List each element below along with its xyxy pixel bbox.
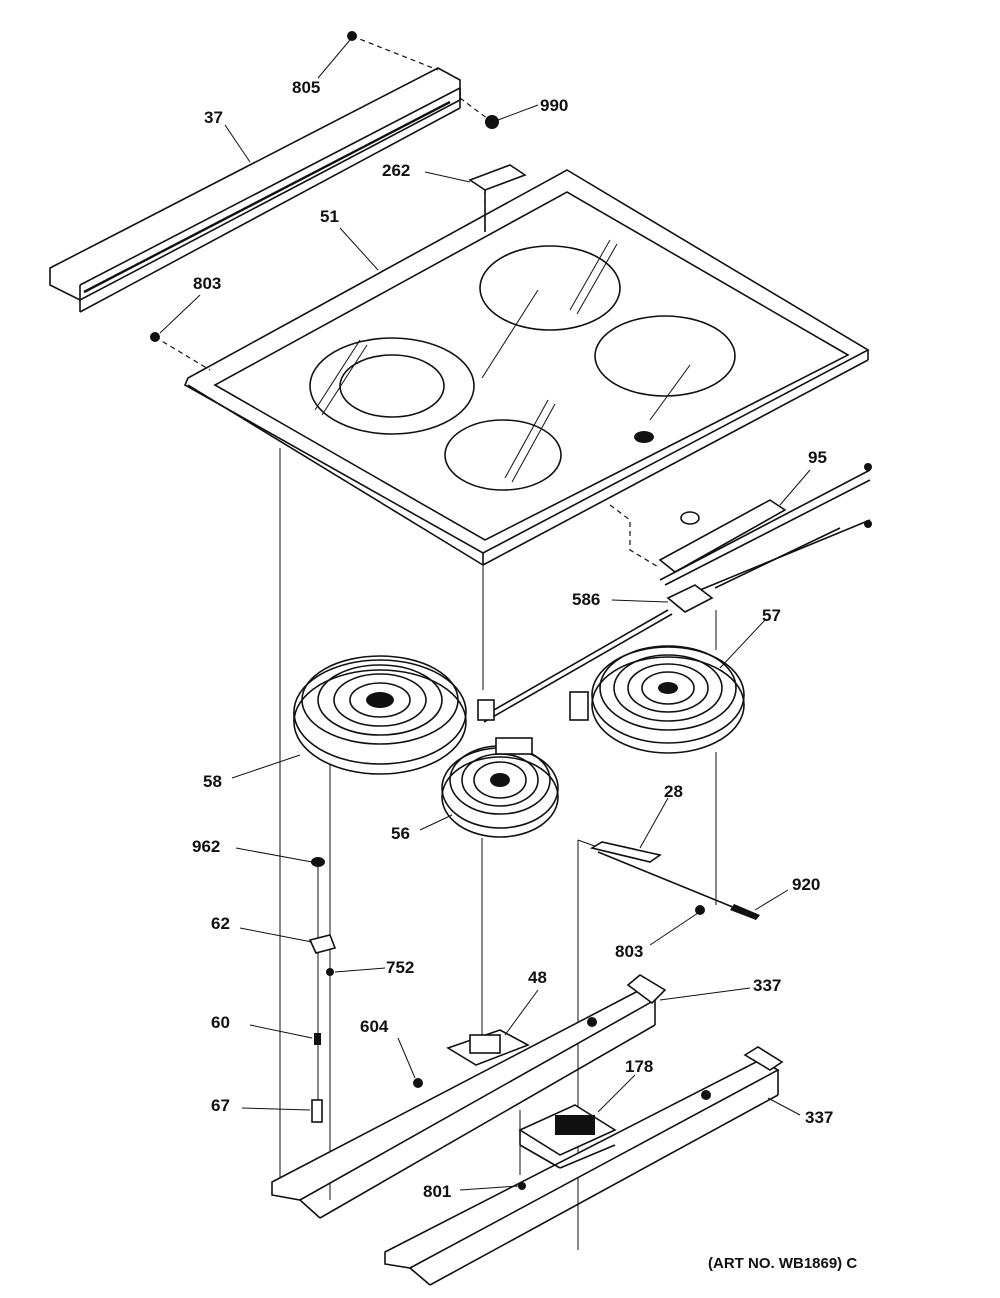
surface-unit-56 [441, 737, 559, 838]
glass-cooktop [183, 169, 870, 566]
label-801: 801 [423, 1182, 451, 1201]
label-67: 67 [211, 1096, 230, 1115]
label-95: 95 [808, 448, 827, 467]
label-803-mid: 803 [615, 942, 643, 961]
label-962: 962 [192, 837, 220, 856]
label-803-top: 803 [193, 274, 221, 293]
clip-990 [459, 97, 499, 129]
screw-604 [413, 1078, 423, 1088]
screw-801 [518, 1182, 526, 1190]
label-752: 752 [386, 958, 414, 977]
leader-lines [159, 39, 811, 1191]
component-178 [518, 1104, 617, 1169]
label-262: 262 [382, 161, 410, 180]
label-28: 28 [664, 782, 683, 801]
assembly-guide-lines [279, 448, 717, 1250]
label-51: 51 [320, 207, 339, 226]
label-990: 990 [540, 96, 568, 115]
label-37: 37 [204, 108, 223, 127]
clip-262 [468, 164, 527, 232]
label-57: 57 [762, 606, 781, 625]
label-337-lower: 337 [805, 1108, 833, 1127]
small-parts-left [308, 857, 337, 1123]
component-48 [446, 1029, 530, 1066]
surface-unit-57 [569, 645, 745, 754]
screw-803-top [150, 332, 211, 371]
label-58: 58 [203, 772, 222, 791]
part-labels: 805 990 37 262 51 803 95 586 57 58 56 28… [192, 78, 833, 1201]
surface-unit-58 [293, 655, 495, 775]
label-178: 178 [625, 1057, 653, 1076]
label-920: 920 [792, 875, 820, 894]
label-586: 586 [572, 590, 600, 609]
label-604: 604 [360, 1017, 389, 1036]
label-60: 60 [211, 1013, 230, 1032]
label-56: 56 [391, 824, 410, 843]
label-48: 48 [528, 968, 547, 987]
front-support-bracket [271, 974, 667, 1219]
screw-805 [347, 31, 439, 71]
label-805: 805 [292, 78, 320, 97]
art-number: (ART NO. WB1869) C [708, 1255, 857, 1272]
label-62: 62 [211, 914, 230, 933]
label-337-upper: 337 [753, 976, 781, 995]
rear-support-bracket [384, 1046, 784, 1286]
wire-harness [479, 463, 872, 723]
bracket-28 [589, 841, 760, 920]
top-trim-strip [49, 67, 461, 313]
